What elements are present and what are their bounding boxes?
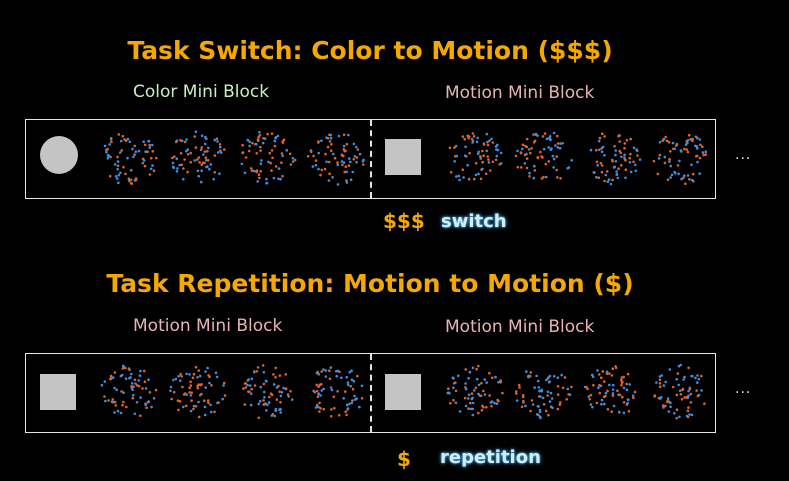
repetition-right-block-label: Motion Mini Block (445, 317, 595, 337)
mini-block-divider (370, 120, 372, 198)
repetition-title: Task Repetition: Motion to Motion ($) (106, 269, 634, 298)
switch-cue-label: switch (441, 211, 507, 232)
repetition-reward: $ (397, 447, 411, 471)
repetition-ellipsis: ... (735, 381, 752, 397)
repetition-cue-label: repetition (440, 447, 541, 468)
motion-cue-square (385, 139, 421, 175)
switch-ellipsis: ... (735, 147, 752, 163)
switch-title: Task Switch: Color to Motion ($$$) (127, 36, 613, 65)
repetition-left-block-label: Motion Mini Block (133, 316, 283, 336)
color-cue-circle (40, 136, 78, 174)
motion-cue-square (40, 374, 76, 410)
mini-block-divider (370, 354, 372, 432)
switch-reward: $$$ (383, 209, 425, 233)
repetition-trial-strip (25, 353, 716, 433)
switch-right-block-label: Motion Mini Block (445, 83, 595, 103)
switch-trial-strip (25, 119, 716, 199)
motion-cue-square (385, 374, 421, 410)
switch-left-block-label: Color Mini Block (133, 82, 270, 102)
